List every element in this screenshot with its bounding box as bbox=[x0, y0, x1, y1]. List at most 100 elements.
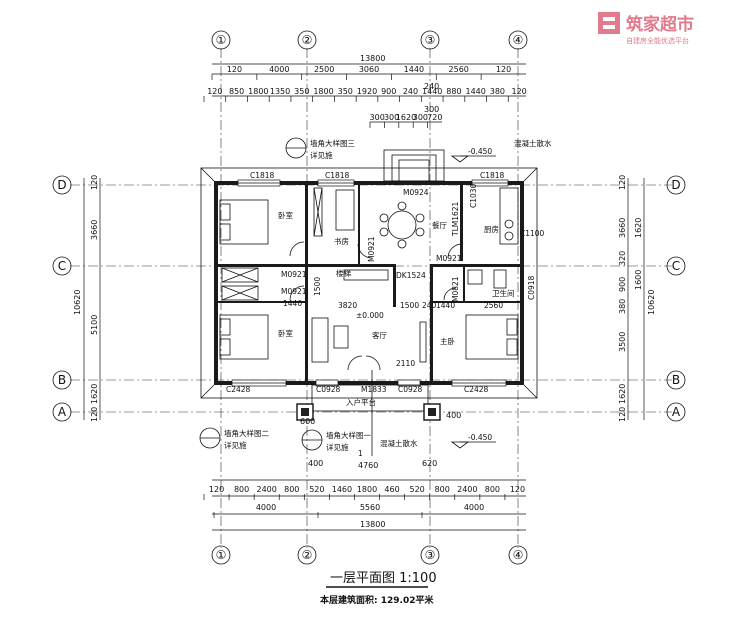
top-row2-dim-2: 1800 bbox=[248, 87, 268, 96]
right-dim-3: 320 bbox=[618, 251, 627, 266]
inner-dim-1: 1500 bbox=[400, 301, 419, 310]
top-extra-dim-2: 300 bbox=[424, 105, 439, 114]
axis-bubble-v bbox=[52, 370, 72, 390]
bottom-row1-dim-3: 800 bbox=[284, 485, 299, 494]
axis-bubble-h bbox=[508, 30, 528, 50]
level-floor: ±0.000 bbox=[356, 311, 384, 320]
bottom-row2-dim-0: 4000 bbox=[256, 503, 276, 512]
left-dim-2: 5100 bbox=[90, 315, 99, 335]
code-c1818-a: C1818 bbox=[250, 171, 275, 180]
left-dim-1: 3660 bbox=[90, 220, 99, 240]
inner-dim-6: 3820 bbox=[338, 301, 357, 310]
bottom-row1-dim-11: 800 bbox=[485, 485, 500, 494]
watermark-slogan: 自建房全能优选平台 bbox=[626, 36, 689, 45]
entry-dim-3: 620 bbox=[422, 459, 437, 468]
axis-label-v-3-1: A bbox=[672, 405, 681, 419]
top-total-dim: 13800 bbox=[360, 54, 385, 63]
note-2b: 详见施 bbox=[224, 440, 247, 450]
tea-table bbox=[333, 325, 349, 349]
axis-bubble-v bbox=[666, 256, 686, 276]
entry-dim-2: 400 bbox=[308, 459, 323, 468]
watermark-brand: 筑家超市 bbox=[626, 14, 694, 35]
top-row1-dim-4: 1440 bbox=[404, 65, 424, 74]
note-2a: 墙角大样图二 bbox=[224, 428, 269, 438]
axis-label-h-2-1: ③ bbox=[425, 548, 436, 562]
axis-bubble-h bbox=[297, 30, 317, 50]
axis-bubble-v bbox=[52, 175, 72, 195]
detail-callouts: 墙角大样图三 详见施 墙角大样图二 详见施 墙角大样图一 详见施 混凝土散水 混… bbox=[199, 137, 552, 458]
inner-dim-4: 2560 bbox=[484, 301, 503, 310]
axis-label-v-2-1: B bbox=[672, 373, 680, 387]
wardrobe-1 bbox=[221, 267, 259, 283]
room-study: 书房 bbox=[334, 236, 349, 246]
top-extra-dim-1: 240 bbox=[424, 82, 439, 91]
right-inner-dim: 1600 bbox=[634, 270, 643, 290]
bookshelf bbox=[313, 187, 323, 237]
left-dim-3: 1620 bbox=[90, 384, 99, 404]
left-dim-4: 120 bbox=[90, 407, 99, 422]
top-stair-dim-0: 300 bbox=[370, 113, 385, 122]
axis-label-v-2-0: B bbox=[58, 373, 66, 387]
bed-2 bbox=[219, 314, 269, 360]
axis-bubble-v bbox=[52, 402, 72, 422]
top-stair-dim-2: 1620 bbox=[396, 113, 416, 122]
code-c0928-b: C0928 bbox=[398, 385, 423, 394]
room-stairs: 楼梯 bbox=[336, 268, 351, 278]
code-c0928-a: C0928 bbox=[316, 385, 341, 394]
drawing-title: 一层平面图 1:100 本层建筑面积: 129.02平米 bbox=[320, 571, 437, 606]
inner-dim-7: 1440 bbox=[283, 299, 302, 308]
room-master: 主卧 bbox=[440, 336, 455, 346]
room-bath: 卫生间 bbox=[492, 288, 515, 298]
wardrobe-2 bbox=[221, 285, 259, 301]
note-5: 混凝土散水 bbox=[380, 438, 418, 448]
axis-label-v-3-0: A bbox=[58, 405, 67, 419]
room-bedroom-2: 卧室 bbox=[278, 328, 293, 338]
right-dim-4: 900 bbox=[618, 277, 627, 292]
room-living: 客厅 bbox=[372, 330, 387, 340]
axis-label-h-3-1: ④ bbox=[513, 548, 524, 562]
tv-cabinet bbox=[419, 321, 427, 363]
bottom-row1-dim-10: 2400 bbox=[457, 485, 477, 494]
bottom-row1-dim-5: 1460 bbox=[332, 485, 352, 494]
top-row2-dim-8: 900 bbox=[381, 87, 396, 96]
bottom-row1-dim-1: 800 bbox=[234, 485, 249, 494]
top-row2-dim-12: 1440 bbox=[465, 87, 485, 96]
top-stair-dim-3: 300 bbox=[413, 113, 428, 122]
right-dim-0: 120 bbox=[618, 175, 627, 190]
axis-bubble-v bbox=[666, 175, 686, 195]
top-row1-dim-2: 2500 bbox=[314, 65, 334, 74]
bottom-row1-dim-9: 800 bbox=[435, 485, 450, 494]
walls bbox=[214, 181, 524, 385]
note-3b: 详见施 bbox=[326, 442, 349, 452]
right-dim-7: 1620 bbox=[618, 384, 627, 404]
watermark-logo-icon bbox=[598, 12, 620, 34]
axis-label-v-1-1: C bbox=[672, 259, 680, 273]
code-c1818-b: C1818 bbox=[325, 171, 350, 180]
furniture bbox=[219, 187, 519, 363]
right-dim-2: 1620 bbox=[634, 218, 643, 238]
inner-dimensions: 1500 1500 240 1440 2560 2110 3820 1440 bbox=[283, 277, 503, 368]
code-m1833: M1833 bbox=[361, 385, 387, 394]
note-4: 混凝土散水 bbox=[514, 138, 552, 148]
stair-landing bbox=[343, 269, 389, 281]
axis-bubble-h bbox=[420, 30, 440, 50]
axis-label-v-0-1: D bbox=[671, 178, 680, 192]
top-row2-dim-10: 1440 bbox=[422, 87, 442, 96]
bottom-total-dim: 13800 bbox=[360, 520, 385, 529]
entry-platform bbox=[296, 384, 441, 421]
kitchen-counter bbox=[499, 187, 519, 245]
bottom-row1-dim-12: 120 bbox=[510, 485, 525, 494]
left-dim-0: 120 bbox=[90, 175, 99, 190]
top-row1-dim-0: 120 bbox=[227, 65, 242, 74]
bottom-row1-dim-6: 1800 bbox=[357, 485, 377, 494]
doors bbox=[289, 241, 463, 371]
code-dk1524: DK1524 bbox=[396, 271, 426, 280]
inner-dim-5: 2110 bbox=[396, 359, 415, 368]
axis-bubble-v bbox=[666, 370, 686, 390]
desk bbox=[335, 189, 355, 231]
code-c1100: C1100 bbox=[520, 229, 545, 238]
code-m0921-a: M0921 bbox=[367, 236, 376, 262]
code-c0918: C0918 bbox=[527, 275, 536, 300]
